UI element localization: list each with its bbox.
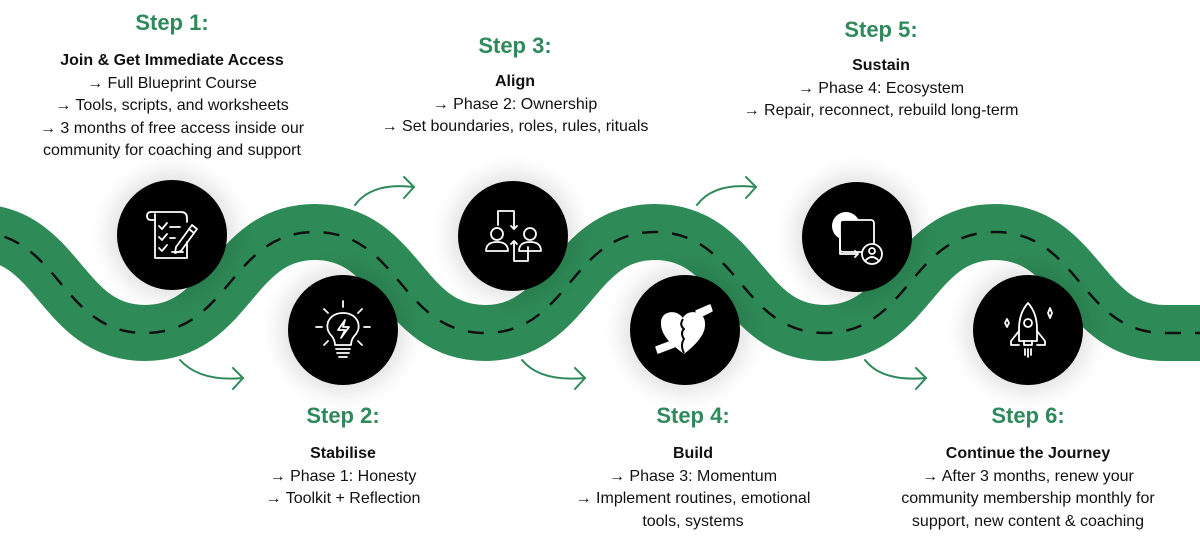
- step-heading: Align: [495, 73, 535, 90]
- step-title: Step 2:: [306, 403, 380, 428]
- step-line: → Phase 2: Ownership: [432, 95, 598, 113]
- step-heading: Join & Get Immediate Access: [60, 52, 284, 69]
- step-3-icon-circle: [458, 181, 568, 291]
- step-line: → Phase 1: Honesty: [269, 467, 417, 485]
- arrow-step1-to-2: [179, 359, 245, 390]
- step-line: support, new content & coaching: [911, 512, 1145, 530]
- step-6-icon-circle: [973, 275, 1083, 385]
- step-line: → Set boundaries, roles, rules, rituals: [381, 118, 649, 135]
- step-line: tools, systems: [642, 512, 744, 530]
- step-line: → 3 months of free access inside our: [39, 119, 305, 137]
- step-heading: Build: [673, 445, 713, 462]
- step-title: Step 6:: [991, 403, 1065, 428]
- rocket-icon: [1004, 302, 1053, 358]
- step-line: → Implement routines, emotional: [575, 490, 811, 507]
- step-1: Step 1: Join & Get Immediate Access → Fu…: [2, 10, 342, 163]
- step-5: Step 5: Sustain → Phase 4: Ecosystem → R…: [711, 17, 1051, 123]
- step-title: Step 5:: [844, 17, 918, 42]
- step-1-icon-circle: [117, 180, 227, 290]
- checklist-pencil-icon: [146, 211, 198, 259]
- lightbulb-icon: [315, 300, 371, 358]
- ecosystem-user-icon: [832, 212, 883, 265]
- step-title: Step 1:: [135, 10, 209, 35]
- step-line: → Repair, reconnect, rebuild long-term: [743, 102, 1019, 119]
- step-title: Step 3:: [478, 33, 552, 58]
- step-heading: Continue the Journey: [945, 445, 1111, 462]
- arrow-step5-to-6: [864, 359, 928, 390]
- step-6: Step 6: Continue the Journey → After 3 m…: [858, 403, 1198, 533]
- step-5-icon-circle: [802, 182, 912, 292]
- step-line: community membership monthly for: [901, 490, 1155, 507]
- step-line: → Tools, scripts, and worksheets: [55, 97, 289, 114]
- step-title: Step 4:: [656, 403, 730, 428]
- step-line: → After 3 months, renew your: [922, 467, 1134, 485]
- step-heading: Stabilise: [310, 445, 376, 462]
- step-4-icon-circle: [630, 275, 740, 385]
- people-exchange-icon: [485, 210, 542, 262]
- arrow-step3-to-4: [521, 359, 587, 390]
- step-line: → Phase 3: Momentum: [608, 467, 778, 485]
- step-heading: Sustain: [852, 57, 910, 74]
- step-line: → Phase 4: Ecosystem: [797, 79, 965, 97]
- step-line: community for coaching and support: [43, 142, 301, 159]
- step-2: Step 2: Stabilise → Phase 1: Honesty → T…: [173, 403, 513, 511]
- heart-puzzle-hands-icon: [655, 304, 713, 354]
- step-3: Step 3: Align → Phase 2: Ownership → Set…: [345, 33, 685, 139]
- step-2-icon-circle: [288, 275, 398, 385]
- step-line: → Full Blueprint Course: [87, 74, 257, 92]
- step-4: Step 4: Build → Phase 3: Momentum → Impl…: [523, 403, 863, 533]
- road-center-line: [0, 230, 1200, 335]
- arrow-step4-to-5: [696, 176, 758, 206]
- step-line: → Toolkit + Reflection: [265, 490, 421, 507]
- arrow-step2-to-3: [354, 176, 416, 206]
